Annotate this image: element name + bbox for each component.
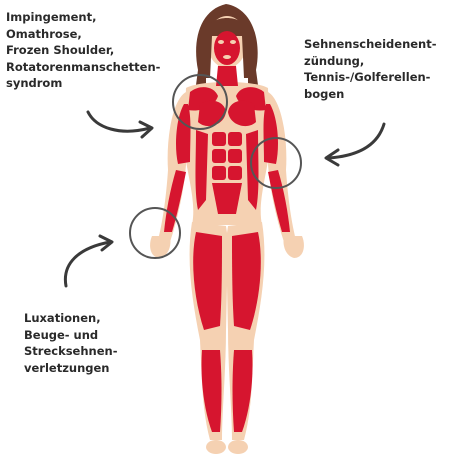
curved-arrow-icon-elbow bbox=[328, 124, 384, 158]
